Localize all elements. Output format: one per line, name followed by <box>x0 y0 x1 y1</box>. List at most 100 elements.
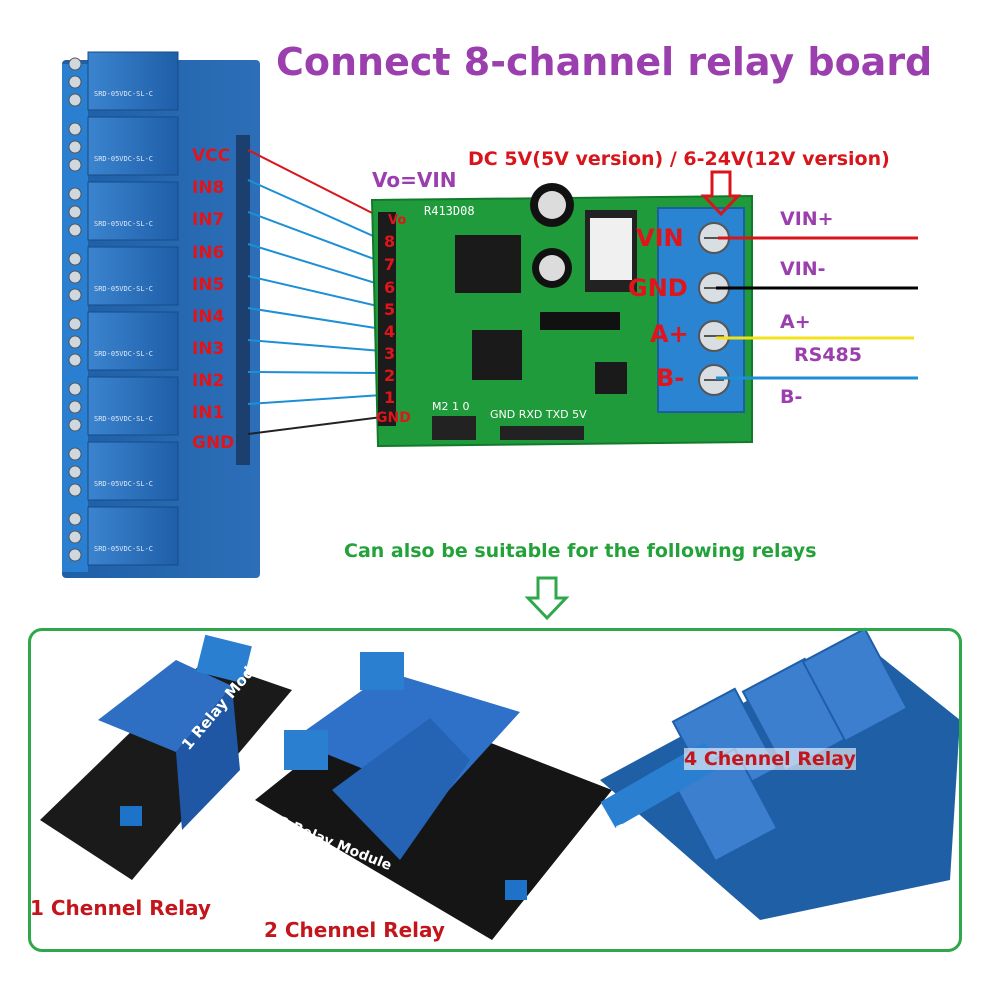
relay-marking: SRD-05VDC-SL-C <box>94 155 153 163</box>
two-relay-jumper <box>505 880 527 900</box>
signal-wire <box>247 179 383 241</box>
pin-label-in4: IN4 <box>192 307 225 327</box>
pin-label-in6: IN6 <box>192 243 225 263</box>
uart-silkscreen: GND RXD TXD 5V <box>490 408 587 421</box>
terminal-label-gnd: GND <box>628 274 688 302</box>
controller-board <box>370 183 753 448</box>
four-relay-unit <box>801 627 909 743</box>
terminal-screw-icon <box>68 205 82 219</box>
terminal-label-a: A+ <box>650 320 689 348</box>
relay-marking: SRD-05VDC-SL-C <box>94 90 153 98</box>
two-relay-terminal-a <box>360 652 404 690</box>
signal-wire <box>247 339 383 352</box>
one-relay-body <box>98 660 232 752</box>
terminal-screw-icon <box>68 223 82 237</box>
pin-label-vcc: VCC <box>192 146 231 166</box>
relay-unit <box>87 51 179 111</box>
signal-wire <box>247 211 383 263</box>
wire-label-b-minus: B- <box>780 386 803 408</box>
terminal-screw-icon <box>68 93 82 107</box>
terminal-screw-icon <box>68 270 82 284</box>
relay-unit <box>87 311 179 371</box>
header-label-4: 4 <box>384 322 396 341</box>
signal-wire <box>247 149 383 219</box>
regulator-face <box>590 218 632 280</box>
four-channel-relay-image <box>600 627 960 920</box>
four-relay-units <box>671 627 909 863</box>
relay-units: SRD-05VDC-SL-C SRD-05VDC-SL-C SRD-05VDC-SL… <box>68 51 179 566</box>
relay-unit <box>87 376 179 436</box>
terminal-screw-icon <box>68 75 82 89</box>
header-label-gnd: GND <box>376 410 411 426</box>
pin-label-in1: IN1 <box>192 403 225 423</box>
relay-marking: SRD-05VDC-SL-C <box>94 350 153 358</box>
wire-label-a-plus: A+ <box>780 311 811 333</box>
pin-label-in3: IN3 <box>192 339 225 359</box>
terminal-screw-icon <box>68 317 82 331</box>
terminal-screw-icon <box>68 57 82 71</box>
terminal-screw-icon <box>68 187 82 201</box>
one-relay-jumper <box>120 806 142 826</box>
two-relay-body-b <box>332 718 470 860</box>
terminal-screw-icon <box>68 288 82 302</box>
terminal-screw-icon <box>68 400 82 414</box>
terminal-screw-icon <box>68 252 82 266</box>
one-channel-relay-image <box>40 634 292 880</box>
terminal-screw-icon <box>68 353 82 367</box>
relay-unit <box>87 116 179 176</box>
terminal-screw-icon <box>68 158 82 172</box>
header-label-vo: Vo <box>388 213 407 228</box>
signal-wire <box>247 394 383 405</box>
signal-wire <box>247 416 383 435</box>
relay-marking: SRD-05VDC-SL-C <box>94 480 153 488</box>
relay-unit <box>87 181 179 241</box>
chip-3 <box>595 362 627 394</box>
relay-marking: SRD-05VDC-SL-C <box>94 285 153 293</box>
relay-unit <box>87 246 179 306</box>
header-label-1: 1 <box>384 388 396 407</box>
mode-silkscreen: M2 1 0 <box>432 400 470 413</box>
terminal-screw-icon <box>68 512 82 526</box>
header-label-6: 6 <box>384 278 396 297</box>
wire-label-rs485: RS485 <box>794 344 862 366</box>
pin-label-in8: IN8 <box>192 178 225 198</box>
wire-label-vin-plus: VIN+ <box>780 208 834 230</box>
controller-model: R413D08 <box>424 204 475 218</box>
two-relay-terminal-b <box>284 730 328 770</box>
terminal-screw-icon <box>68 548 82 562</box>
signal-wire <box>247 243 383 286</box>
signal-wire <box>247 371 383 374</box>
header-label-7: 7 <box>384 255 396 274</box>
terminal-screw-icon <box>68 447 82 461</box>
page-title: Connect 8-channel relay board <box>276 40 933 84</box>
relay-marking: SRD-05VDC-SL-C <box>94 415 153 423</box>
caption-four-channel: 4 Chennel Relay <box>684 748 856 770</box>
power-note: DC 5V(5V version) / 6-24V(12V version) <box>468 148 890 170</box>
terminal-screw-icon <box>68 465 82 479</box>
relay-header-strip <box>236 135 250 465</box>
caption-two-channel: 2 Chennel Relay <box>264 918 445 942</box>
chip-2 <box>472 330 522 380</box>
one-relay-terminal <box>196 634 252 684</box>
signal-wires <box>247 149 383 435</box>
down-arrow-icon <box>524 576 570 621</box>
relay-marking: SRD-05VDC-SL-C <box>94 220 153 228</box>
pin-label-in7: IN7 <box>192 210 225 230</box>
terminal-screw-icon <box>68 140 82 154</box>
pin-label-gnd: GND <box>192 433 235 453</box>
relay-unit <box>87 506 179 566</box>
signal-wire <box>247 275 383 308</box>
header-label-3: 3 <box>384 344 396 363</box>
wire-label-vin-minus: VIN- <box>780 258 826 280</box>
header-label-8: 8 <box>384 232 396 251</box>
terminal-screw-icon <box>68 335 82 349</box>
terminal-screw-icon <box>68 483 82 497</box>
vo-note: Vo=VIN <box>372 168 457 192</box>
two-channel-relay-image <box>255 652 612 940</box>
relay-marking: SRD-05VDC-SL-C <box>94 545 153 553</box>
uart-header <box>500 426 584 440</box>
terminal-label-vin: VIN <box>636 224 684 252</box>
mid-header <box>540 312 620 330</box>
terminal-screw-icon <box>68 418 82 432</box>
